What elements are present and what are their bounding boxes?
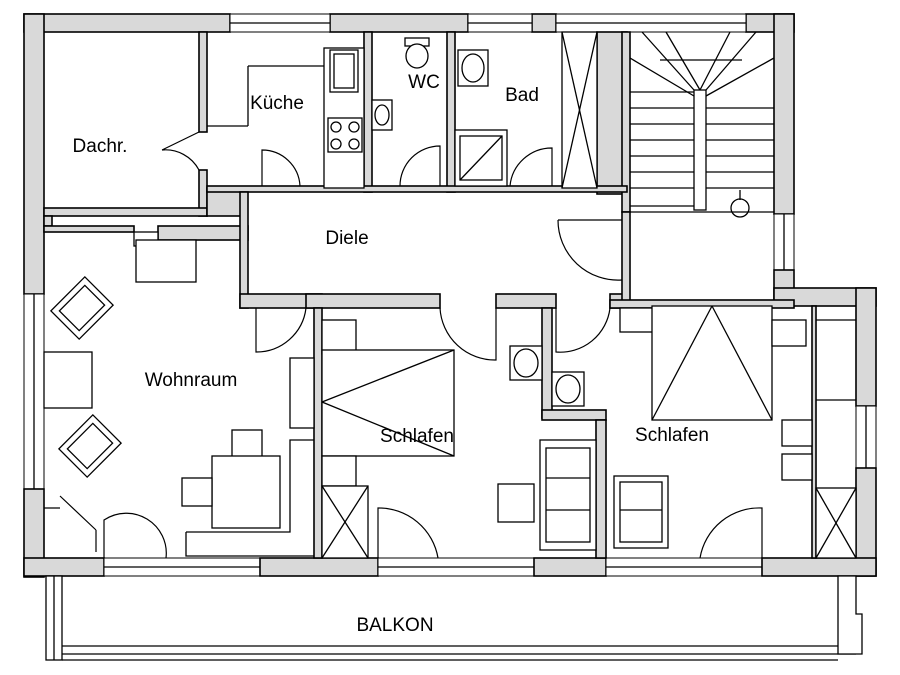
wc-fixtures (371, 37, 430, 131)
bedroom-2-furniture (551, 305, 857, 559)
bedroom-1-furniture (321, 319, 597, 559)
staircase (629, 31, 775, 218)
living-room-furniture (43, 231, 315, 557)
label-balkon: BALKON (356, 615, 433, 636)
bath-fixtures (454, 31, 598, 189)
label-bad: Bad (505, 85, 539, 106)
kitchen-fixtures (207, 47, 365, 189)
room-labels: Dachr. Küche WC Bad Diele Wohnraum Schla… (73, 72, 709, 636)
exterior-walls (23, 13, 877, 578)
balcony (45, 575, 863, 661)
label-schlafen-1: Schlafen (380, 426, 454, 447)
label-schlafen-2: Schlafen (635, 425, 709, 446)
label-dachraum: Dachr. (73, 136, 128, 157)
label-kueche: Küche (250, 93, 304, 114)
label-wc: WC (408, 72, 440, 93)
label-diele: Diele (325, 228, 368, 249)
label-wohnraum: Wohnraum (145, 370, 238, 391)
doors (44, 131, 763, 559)
